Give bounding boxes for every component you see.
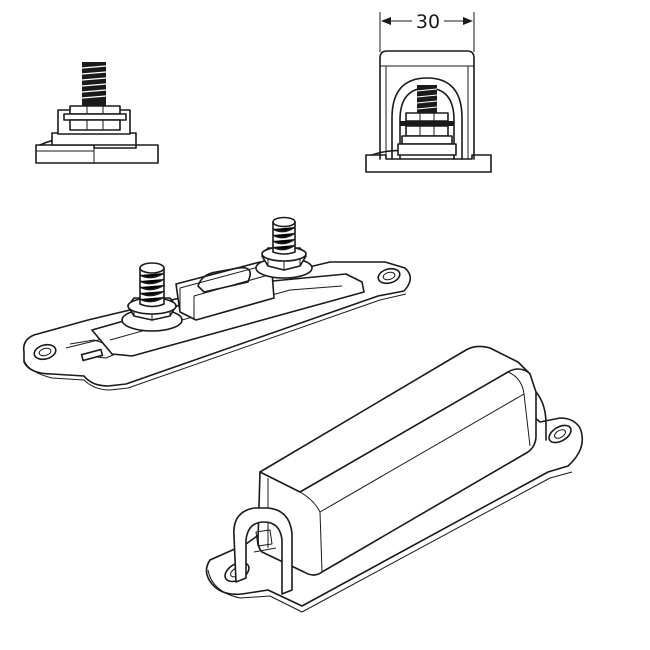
open-right-mounting-hole (377, 267, 401, 285)
open-center-window (197, 266, 252, 293)
side-view-lower-nut (69, 119, 121, 131)
open-left-mounting-hole (33, 343, 57, 361)
front-view-lower-nut (405, 125, 449, 137)
side-view-base-step (36, 148, 95, 163)
dimension-arrow-right (463, 17, 473, 25)
dimension-arrow-left (381, 17, 391, 25)
isometric-closed-view (205, 345, 584, 613)
front-view-washer (400, 121, 454, 126)
side-view-washer (63, 113, 127, 121)
open-right-stud-assembly (255, 216, 313, 279)
closed-cover (257, 345, 537, 576)
open-left-stud-assembly (121, 262, 183, 332)
front-view: 30 (365, 11, 492, 173)
isometric-open-view (22, 216, 412, 391)
front-view-nut (405, 112, 449, 122)
closed-right-mounting-hole (548, 424, 572, 444)
closed-base-plate (205, 411, 584, 607)
dimension-label: 30 (416, 11, 440, 33)
front-view-base (365, 154, 492, 173)
front-view-cover (379, 50, 475, 160)
side-view-base (35, 144, 159, 164)
open-raised-body (91, 273, 365, 357)
open-base-plate (22, 261, 412, 387)
front-view-arch-outer (391, 77, 463, 160)
side-view-nut (69, 105, 121, 115)
side-view (35, 62, 159, 164)
